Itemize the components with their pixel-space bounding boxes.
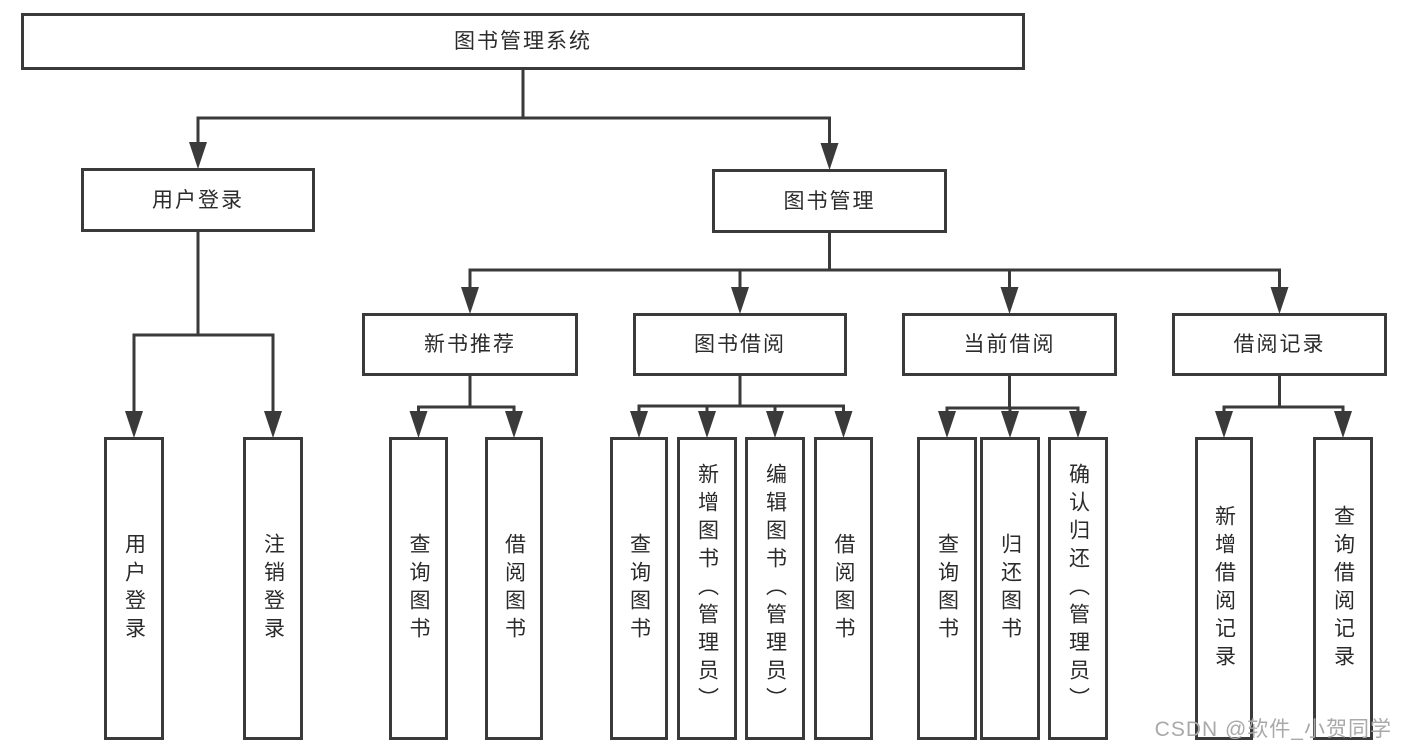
node-label-borrow-record: 借阅记录 [1233, 333, 1326, 356]
node-leaf-user-login: 用户登录 [104, 437, 164, 740]
node-label-book-borrow: 图书借阅 [694, 333, 786, 356]
node-leaf-cb-confirm: 确认归还（管理员） [1048, 437, 1108, 740]
node-label-leaf-cb-query: 查询图书 [935, 532, 959, 645]
node-root: 图书管理系统 [21, 13, 1025, 70]
node-label-user-login: 用户登录 [152, 188, 244, 212]
node-leaf-logout: 注销登录 [243, 437, 303, 740]
node-leaf-br-add: 新增借阅记录 [1195, 437, 1253, 740]
node-label-leaf-nb-query: 查询图书 [407, 532, 430, 645]
node-book-mgmt: 图书管理 [712, 169, 947, 233]
node-label-leaf-logout: 注销登录 [261, 532, 285, 645]
node-user-login: 用户登录 [81, 168, 315, 232]
node-label-root: 图书管理系统 [454, 30, 592, 53]
node-label-new-book: 新书推荐 [424, 333, 516, 356]
node-label-leaf-bb-add: 新增图书（管理员） [695, 462, 719, 715]
node-label-leaf-cb-confirm: 确认归还（管理员） [1066, 462, 1090, 715]
node-leaf-nb-query: 查询图书 [389, 437, 448, 740]
node-current-borrow: 当前借阅 [902, 313, 1117, 376]
node-leaf-nb-borrow: 借阅图书 [485, 437, 543, 740]
node-borrow-record: 借阅记录 [1172, 313, 1387, 376]
node-leaf-bb-add: 新增图书（管理员） [677, 437, 737, 740]
node-label-book-mgmt: 图书管理 [783, 189, 876, 213]
node-leaf-cb-return: 归还图书 [980, 437, 1040, 740]
node-new-book: 新书推荐 [362, 313, 578, 376]
watermark: CSDN @软件_小贺同学 [1154, 718, 1392, 741]
node-label-leaf-cb-return: 归还图书 [998, 532, 1022, 645]
node-label-current-borrow: 当前借阅 [963, 333, 1056, 356]
node-leaf-br-query: 查询借阅记录 [1313, 437, 1373, 740]
node-leaf-bb-edit: 编辑图书（管理员） [745, 437, 805, 740]
node-leaf-bb-query: 查询图书 [610, 437, 668, 740]
node-label-leaf-user-login: 用户登录 [122, 532, 146, 645]
node-label-leaf-nb-borrow: 借阅图书 [502, 532, 526, 645]
node-label-leaf-bb-borrow: 借阅图书 [832, 532, 855, 645]
node-label-leaf-bb-edit: 编辑图书（管理员） [763, 462, 787, 715]
node-label-leaf-bb-query: 查询图书 [627, 532, 651, 645]
node-label-leaf-br-query: 查询借阅记录 [1331, 504, 1355, 673]
node-book-borrow: 图书借阅 [633, 313, 847, 376]
node-leaf-bb-borrow: 借阅图书 [814, 437, 873, 740]
node-leaf-cb-query: 查询图书 [917, 437, 977, 740]
node-label-leaf-br-add: 新增借阅记录 [1212, 504, 1236, 673]
